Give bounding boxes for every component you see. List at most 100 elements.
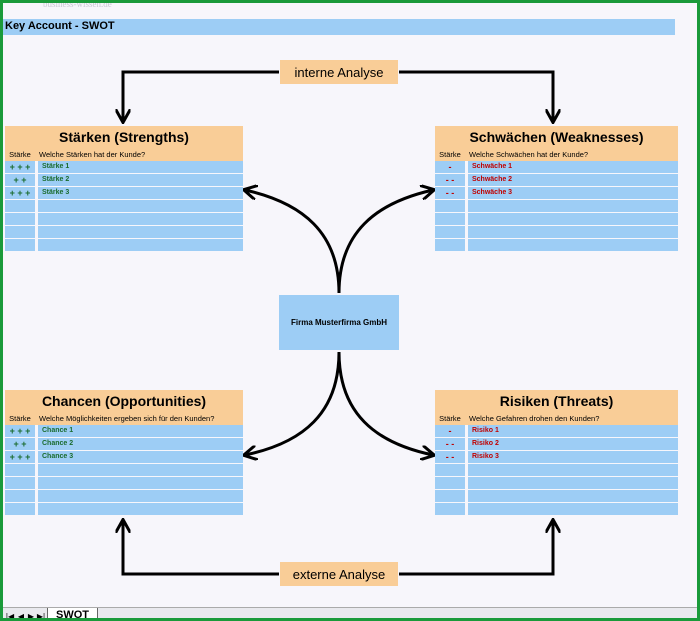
text-cell[interactable]: Schwäche 3 (468, 187, 678, 199)
sheet-tab-bar: |◀ ◀ ▶ ▶| SWOT (3, 607, 697, 621)
text-cell[interactable] (468, 200, 678, 212)
sheet-tab-swot[interactable]: SWOT (47, 608, 98, 618)
text-cell[interactable] (468, 503, 678, 515)
rating-cell[interactable] (435, 490, 465, 502)
table-row (5, 477, 243, 489)
title-bar: Key Account - SWOT (3, 19, 675, 35)
table-row (5, 503, 243, 515)
rating-cell[interactable]: - (435, 161, 465, 173)
intern-analysis-label: interne Analyse (280, 60, 398, 84)
rating-cell[interactable]: + + (5, 174, 35, 186)
text-cell[interactable]: Schwäche 2 (468, 174, 678, 186)
rating-cell[interactable] (435, 226, 465, 238)
text-cell[interactable] (38, 200, 243, 212)
text-cell[interactable] (468, 213, 678, 225)
table-row (5, 490, 243, 502)
rating-cell[interactable] (5, 226, 35, 238)
rating-cell[interactable]: + + + (5, 451, 35, 463)
question-column-label: Welche Stärken hat der Kunde? (39, 150, 146, 159)
rating-cell[interactable] (435, 239, 465, 251)
table-row: + + +Stärke 3 (5, 187, 243, 199)
last-sheet-icon[interactable]: ▶| (36, 612, 46, 621)
table-row: + +Chance 2 (5, 438, 243, 450)
rating-cell[interactable] (5, 213, 35, 225)
text-cell[interactable] (38, 213, 243, 225)
text-cell[interactable]: Schwäche 1 (468, 161, 678, 173)
table-row: + + +Chance 1 (5, 425, 243, 437)
arrow-to-strengths (245, 190, 341, 294)
rating-cell[interactable]: - - (435, 451, 465, 463)
rating-cell[interactable] (435, 213, 465, 225)
text-cell[interactable] (38, 477, 243, 489)
opportunities-title: Chancen (Opportunities) (5, 390, 243, 413)
rating-cell[interactable]: - - (435, 174, 465, 186)
text-cell[interactable] (38, 490, 243, 502)
text-cell[interactable]: Stärke 2 (38, 174, 243, 186)
arrow-to-opportunities (245, 351, 341, 455)
rating-column-label: Stärke (439, 414, 461, 423)
arrow-to-weaknesses (337, 190, 433, 294)
text-cell[interactable] (38, 239, 243, 251)
text-cell[interactable] (468, 226, 678, 238)
text-cell[interactable] (468, 239, 678, 251)
next-sheet-icon[interactable]: ▶ (27, 612, 35, 621)
table-row (435, 200, 678, 212)
table-row (435, 213, 678, 225)
question-column-label: Welche Schwächen hat der Kunde? (469, 150, 589, 159)
rating-cell[interactable] (5, 239, 35, 251)
prev-sheet-icon[interactable]: ◀ (17, 612, 25, 621)
text-cell[interactable] (468, 477, 678, 489)
text-cell[interactable] (468, 464, 678, 476)
table-row: -Risiko 1 (435, 425, 678, 437)
table-row (435, 226, 678, 238)
rating-cell[interactable] (5, 200, 35, 212)
table-row (5, 464, 243, 476)
text-cell[interactable] (468, 490, 678, 502)
text-cell[interactable] (38, 503, 243, 515)
threats-title: Risiken (Threats) (435, 390, 678, 413)
table-row (435, 503, 678, 515)
extern-arrow-line (123, 521, 279, 576)
text-cell[interactable]: Stärke 3 (38, 187, 243, 199)
rating-cell[interactable]: + + + (5, 161, 35, 173)
rating-cell[interactable] (5, 490, 35, 502)
rating-cell[interactable]: - (435, 425, 465, 437)
rating-cell[interactable]: + + (5, 438, 35, 450)
rating-cell[interactable] (435, 477, 465, 489)
rating-cell[interactable] (435, 503, 465, 515)
text-cell[interactable]: Chance 1 (38, 425, 243, 437)
text-cell[interactable] (38, 226, 243, 238)
text-cell[interactable] (38, 464, 243, 476)
rating-cell[interactable] (5, 477, 35, 489)
rating-cell[interactable]: + + + (5, 425, 35, 437)
table-row (5, 239, 243, 251)
table-row: + +Stärke 2 (5, 174, 243, 186)
text-cell[interactable]: Risiko 1 (468, 425, 678, 437)
rating-cell[interactable] (5, 464, 35, 476)
intern-arrow-line-right (399, 70, 553, 121)
table-row (5, 213, 243, 225)
rating-column-label: Stärke (9, 150, 31, 159)
page-title: Key Account - SWOT (5, 20, 115, 32)
weaknesses-title: Schwächen (Weaknesses) (435, 126, 678, 149)
text-cell[interactable]: Risiko 2 (468, 438, 678, 450)
rating-cell[interactable] (435, 464, 465, 476)
rating-cell[interactable] (5, 503, 35, 515)
rating-cell[interactable] (435, 200, 465, 212)
table-row: - -Risiko 3 (435, 451, 678, 463)
text-cell[interactable]: Chance 2 (38, 438, 243, 450)
rating-cell[interactable]: - - (435, 187, 465, 199)
text-cell[interactable]: Chance 3 (38, 451, 243, 463)
text-cell[interactable]: Risiko 3 (468, 451, 678, 463)
table-row (5, 226, 243, 238)
table-row: -Schwäche 1 (435, 161, 678, 173)
first-sheet-icon[interactable]: |◀ (5, 612, 15, 621)
rating-cell[interactable]: - - (435, 438, 465, 450)
company-box: Firma Musterfirma GmbH (279, 295, 399, 350)
rating-cell[interactable]: + + + (5, 187, 35, 199)
text-cell[interactable]: Stärke 1 (38, 161, 243, 173)
